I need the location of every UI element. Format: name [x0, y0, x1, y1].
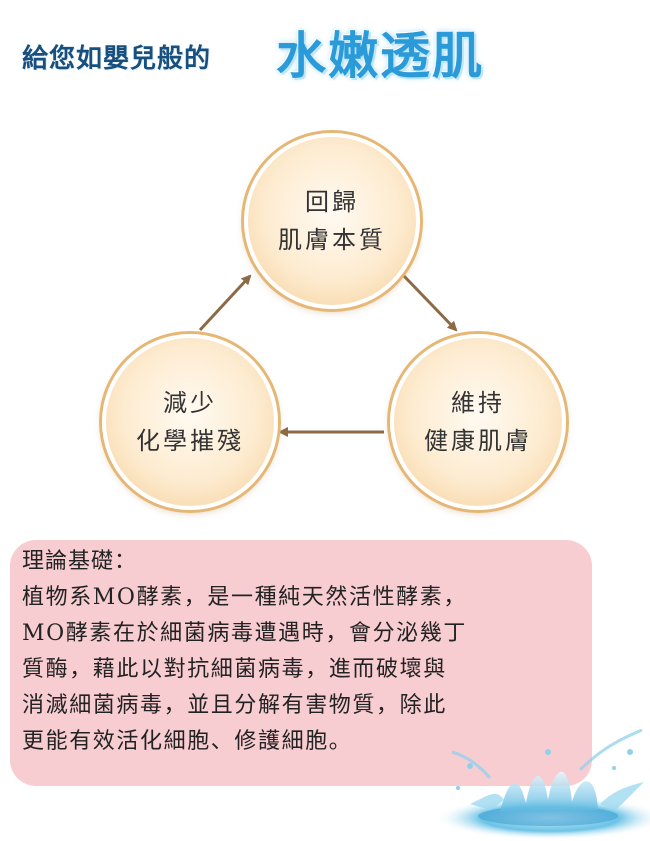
cycle-node-left-line-2: 化學摧殘	[136, 427, 244, 455]
cycle-node-left-line-1: 減少	[163, 389, 217, 417]
theory-line: 質酶，藉此以對抗細菌病毒，進而破壞與	[22, 657, 447, 682]
cycle-node-top: 回歸 肌膚本質	[244, 133, 420, 309]
header-title: 水嫩透肌	[276, 27, 484, 85]
cycle-node-right-line-1: 維持	[451, 389, 505, 417]
cycle-node-right: 維持 健康肌膚	[390, 334, 566, 510]
theory-line: 消滅細菌病毒，並且分解有害物質，除此	[22, 693, 447, 718]
arrow-top-to-right	[402, 274, 458, 332]
theory-line: 植物系MO酵素，是一種純天然活性酵素，	[22, 585, 467, 610]
theory-box: 理論基礎： 植物系MO酵素，是一種純天然活性酵素， MO酵素在於細菌病毒遭遇時，…	[10, 540, 592, 786]
arrow-left-to-top	[198, 274, 252, 332]
theory-line: MO酵素在於細菌病毒遭遇時，會分泌幾丁	[22, 621, 467, 646]
cycle-node-top-line-1: 回歸	[305, 188, 359, 216]
header-subtitle: 給您如嬰兒般的	[22, 44, 212, 74]
page-header: 給您如嬰兒般的 水嫩透肌	[22, 8, 642, 85]
cycle-node-right-line-2: 健康肌膚	[424, 427, 532, 455]
water-splash-image	[435, 728, 650, 840]
theory-line: 更能有效活化細胞、修護細胞。	[22, 729, 353, 754]
cycle-node-top-line-2: 肌膚本質	[278, 226, 386, 254]
theory-heading: 理論基礎：	[22, 549, 138, 574]
cycle-node-left: 減少 化學摧殘	[102, 334, 278, 510]
theory-body: 植物系MO酵素，是一種純天然活性酵素， MO酵素在於細菌病毒遭遇時，會分泌幾丁 …	[22, 582, 582, 758]
